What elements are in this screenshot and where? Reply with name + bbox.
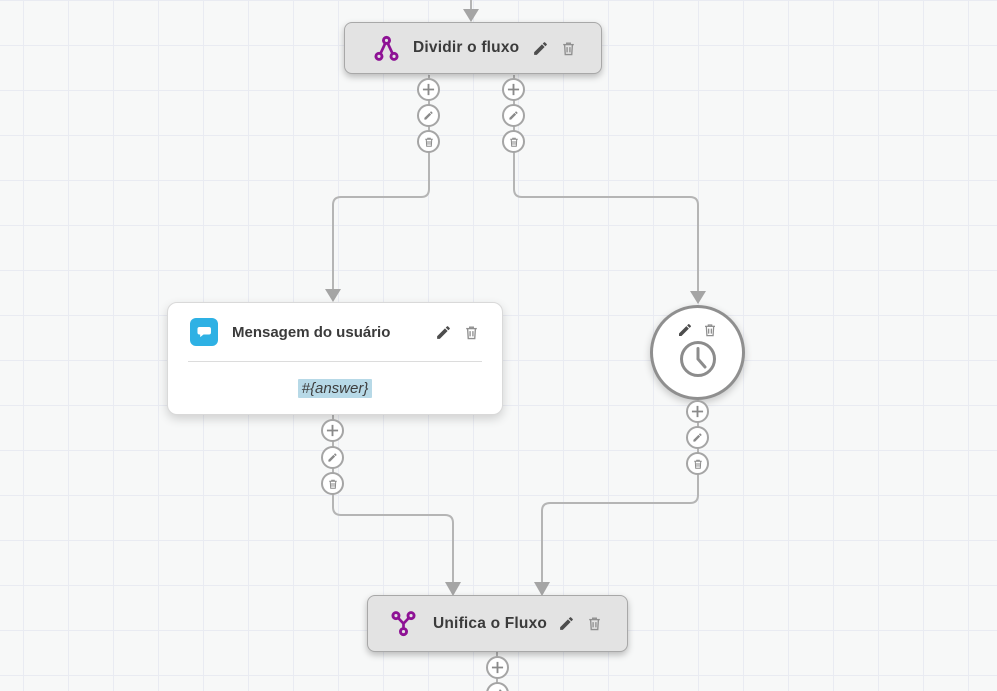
- chat-bubble-icon: [190, 318, 218, 346]
- node-merge-flow[interactable]: Unifica o Fluxo: [367, 595, 628, 652]
- arrowhead-icon: [325, 289, 341, 302]
- edit-icon[interactable]: [435, 324, 452, 341]
- node-split-flow[interactable]: Dividir o fluxo: [344, 22, 602, 74]
- edit-icon[interactable]: [532, 40, 549, 57]
- connector: [332, 75, 430, 290]
- add-step-button[interactable]: [417, 78, 440, 101]
- pencil-icon: [424, 111, 433, 120]
- arrowhead-icon: [690, 291, 706, 304]
- delete-icon[interactable]: [560, 40, 577, 57]
- delete-icon[interactable]: [702, 322, 718, 338]
- trash-icon: [509, 137, 518, 147]
- plus-icon: [422, 83, 435, 96]
- edit-connector-button[interactable]: [321, 446, 344, 469]
- node-title: Mensagem do usuário: [232, 323, 391, 341]
- edit-icon[interactable]: [677, 322, 693, 338]
- trash-icon: [328, 479, 337, 489]
- edit-connector-button[interactable]: [502, 104, 525, 127]
- plus-icon: [507, 83, 520, 96]
- node-timer[interactable]: [650, 305, 745, 400]
- delete-connector-button[interactable]: [417, 130, 440, 153]
- arrowhead-icon: [463, 9, 479, 22]
- arrowhead-icon: [534, 582, 550, 596]
- edit-icon[interactable]: [558, 615, 575, 632]
- delete-connector-button[interactable]: [321, 472, 344, 495]
- card-header: Mensagem do usuário: [168, 303, 502, 361]
- pencil-icon: [509, 111, 518, 120]
- merge-flow-icon: [390, 610, 417, 637]
- add-step-button[interactable]: [686, 400, 709, 423]
- plus-icon: [326, 424, 339, 437]
- edit-connector-button[interactable]: [486, 682, 509, 691]
- divider: [188, 361, 482, 362]
- plus-icon: [491, 661, 504, 674]
- delete-connector-button[interactable]: [502, 130, 525, 153]
- connector: [332, 415, 454, 583]
- edit-connector-button[interactable]: [417, 104, 440, 127]
- clock-icon: [678, 339, 718, 379]
- delete-connector-button[interactable]: [686, 452, 709, 475]
- split-flow-icon: [373, 35, 400, 62]
- pencil-icon: [328, 453, 337, 462]
- add-step-button[interactable]: [486, 656, 509, 679]
- trash-icon: [693, 459, 702, 469]
- node-title: Dividir o fluxo: [413, 39, 520, 56]
- add-step-button[interactable]: [502, 78, 525, 101]
- pencil-icon: [693, 433, 702, 442]
- arrowhead-icon: [445, 582, 461, 596]
- connector: [541, 398, 699, 583]
- connector: [513, 75, 699, 292]
- plus-icon: [691, 405, 704, 418]
- add-step-button[interactable]: [321, 419, 344, 442]
- node-user-message[interactable]: Mensagem do usuário #{answer}: [167, 302, 503, 415]
- trash-icon: [424, 137, 433, 147]
- edit-connector-button[interactable]: [686, 426, 709, 449]
- delete-icon[interactable]: [463, 324, 480, 341]
- delete-icon[interactable]: [586, 615, 603, 632]
- message-variable: #{answer}: [297, 378, 373, 398]
- node-title: Unifica o Fluxo: [433, 614, 548, 632]
